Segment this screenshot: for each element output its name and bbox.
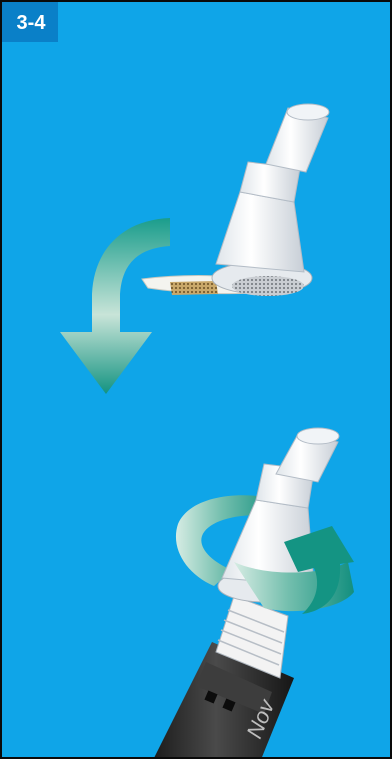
step-label: 3-4 xyxy=(2,2,60,44)
